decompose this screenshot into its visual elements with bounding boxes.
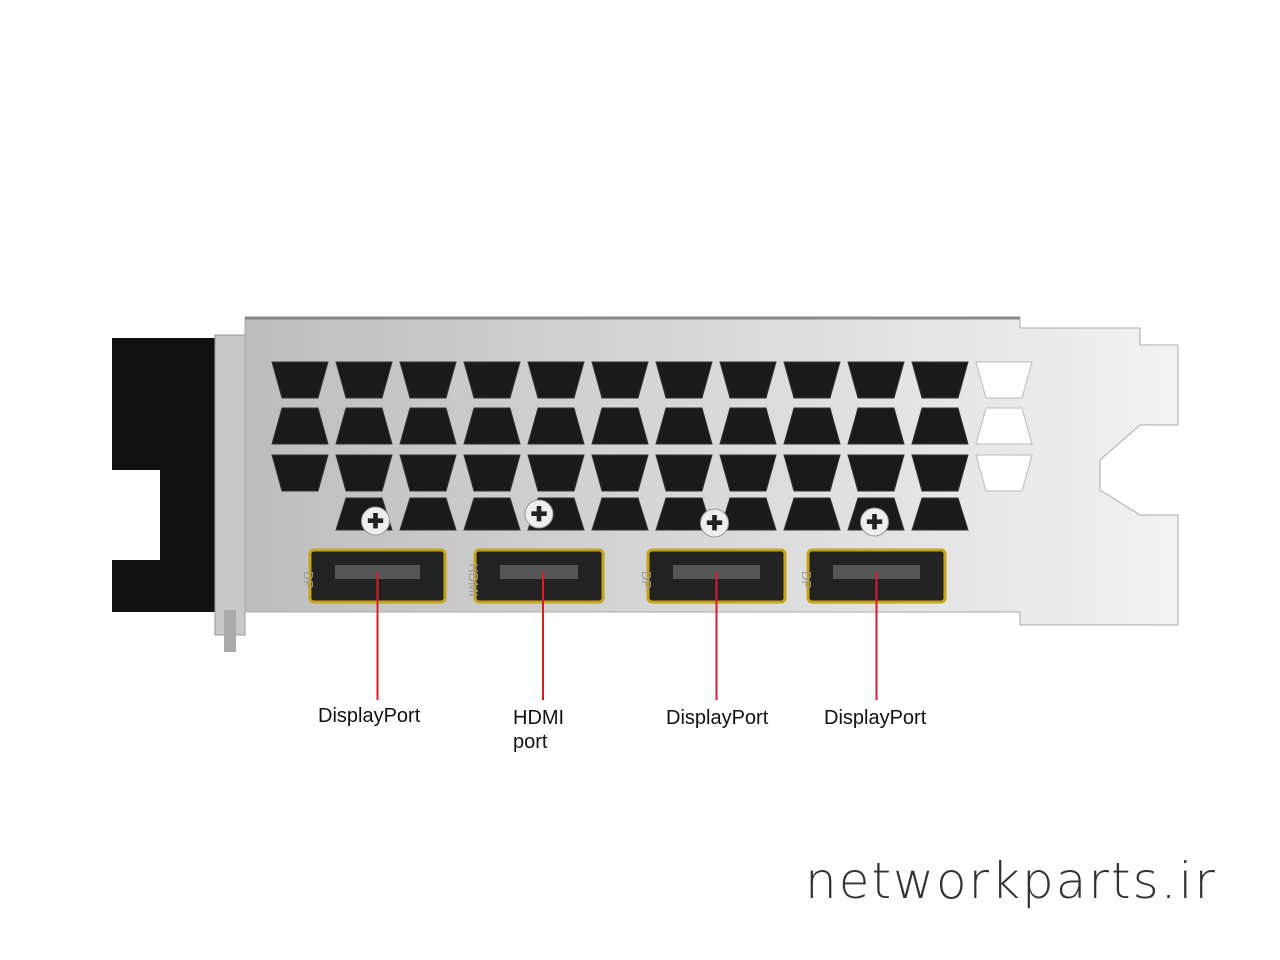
vent-hole [719,361,777,399]
vent-hole [399,407,457,445]
vent-hole [463,454,521,492]
vent-hole [527,454,585,492]
screw-icon: ✚ [524,499,554,529]
vent-hole [335,454,393,492]
vent-hole [399,361,457,399]
vent-grid [271,361,1033,531]
port-label-2: HDMI port [513,707,565,753]
vent-hole [591,407,649,445]
port-marking: HDMI [466,563,481,596]
svg-text:✚: ✚ [531,504,548,526]
vent-hole [335,361,393,399]
vent-hole [847,361,905,399]
vent-hole [399,497,457,531]
hdmi-port [473,548,605,604]
vent-hole [655,361,713,399]
vent-hole [783,497,841,531]
watermark: networkparts.ir [805,852,1217,910]
cooler-shroud [112,338,222,612]
port-marking: DP [301,571,316,589]
port-label-1: DisplayPort [318,705,421,727]
vent-hole [335,407,393,445]
callout-lines [376,572,878,700]
vent-hole [271,407,329,445]
vent-hole [463,497,521,531]
vent-hole [911,497,969,531]
screw-icon: ✚ [361,506,390,536]
vent-hole [783,361,841,399]
screw-icon: ✚ [860,507,889,537]
svg-text:✚: ✚ [367,511,384,533]
vent-hole [847,407,905,445]
svg-text:✚: ✚ [866,512,883,534]
vent-hole [271,454,329,492]
vent-hole [975,361,1033,399]
svg-text:✚: ✚ [706,513,723,535]
vent-hole [463,407,521,445]
port-label-4: DisplayPort [824,707,927,729]
vent-hole [591,361,649,399]
vent-hole [911,361,969,399]
vent-hole [783,407,841,445]
vent-hole [655,454,713,492]
vent-hole [975,454,1033,492]
screw-icon: ✚ [700,508,729,538]
vent-hole [527,361,585,399]
vent-hole [591,454,649,492]
vent-hole [591,497,649,531]
bracket-side-tab [214,334,246,636]
port-marking: DP [799,571,814,589]
vent-hole [399,454,457,492]
vent-hole [911,407,969,445]
vent-hole [655,407,713,445]
vent-hole [911,454,969,492]
vent-hole [719,407,777,445]
vent-hole [271,361,329,399]
vent-hole [975,407,1033,445]
vent-hole [847,454,905,492]
port-label-3: DisplayPort [666,707,769,729]
port-marking: DP [639,571,654,589]
vent-hole [527,407,585,445]
vent-hole [783,454,841,492]
vent-hole [719,454,777,492]
vent-hole [463,361,521,399]
